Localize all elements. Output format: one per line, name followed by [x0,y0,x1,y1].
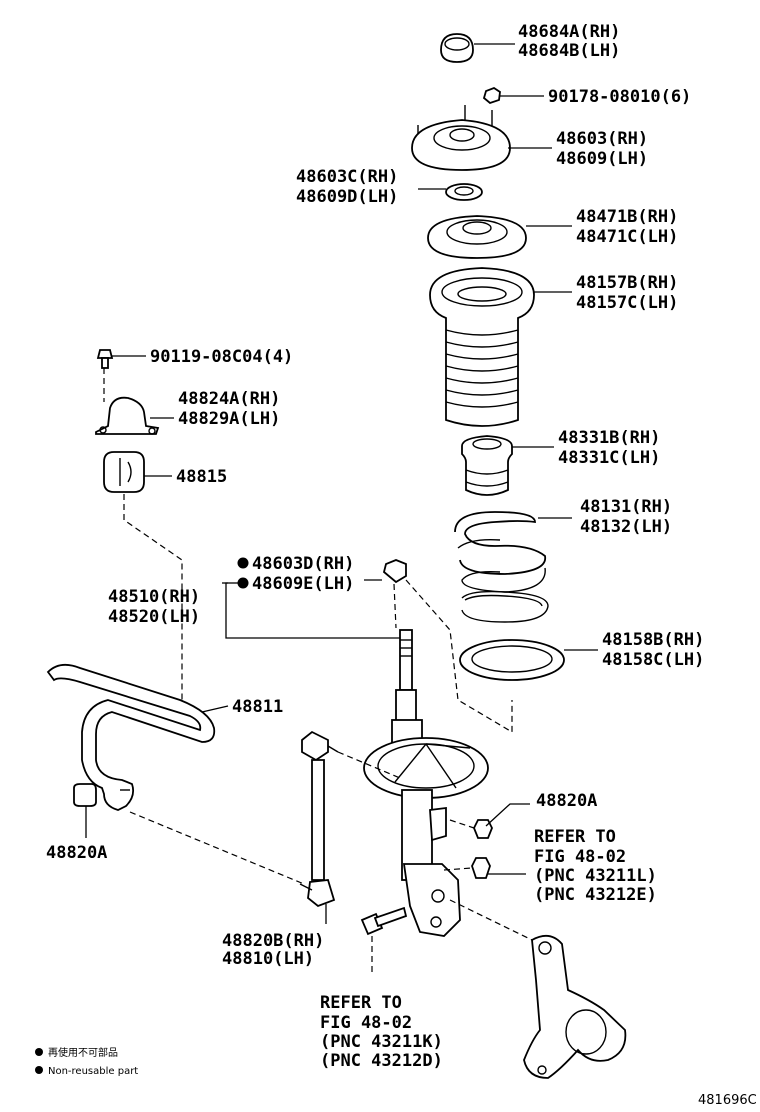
label-boot-lh: 48157C(LH) [576,293,678,313]
label-spring-rh: 48131(RH) [580,497,672,517]
bearing-drawing [445,183,483,201]
stabilizer-bar-drawing [46,663,216,811]
knuckle-drawing [523,934,627,1079]
label-insulator-cap-lh: 48684B(LH) [518,41,620,61]
label-bushing: 48815 [176,467,227,487]
refer-bottom-line2: FIG 48-02 [320,1013,412,1033]
refer-right-line4: (PNC 43212E) [534,885,657,905]
label-bumper-lh: 48331C(LH) [558,448,660,468]
label-spring-lh: 48132(LH) [580,517,672,537]
label-link-lh: 48810(LH) [222,949,314,969]
non-reusable-marker-icon [237,557,249,569]
boot-drawing [429,267,535,427]
bracket-drawing [95,396,160,435]
refer-right-line1: REFER TO [534,827,616,847]
label-nut-noreuse-rh: 48603D(RH) [252,554,354,574]
label-bracket-lh: 48829A(LH) [178,409,280,429]
refer-bottom-line4: (PNC 43212D) [320,1051,443,1071]
top-nut-drawing [482,86,501,105]
label-support-lh: 48609(LH) [556,149,648,169]
leader-lines [85,43,598,924]
label-lower-insulator-rh: 48158B(RH) [602,630,704,650]
bushing-drawing [103,451,145,493]
label-support-rh: 48603(RH) [556,129,648,149]
non-reusable-marker-icon [237,577,249,589]
legend-line-ja: 再使用不可部品 [48,1046,118,1059]
legend-marker-icon [35,1048,43,1056]
upper-seat-drawing [427,215,527,259]
label-upper-seat-rh: 48471B(RH) [576,207,678,227]
dashed-lines [103,368,533,976]
label-bumper-rh: 48331B(RH) [558,428,660,448]
lower-insulator-drawing [459,639,565,681]
label-boot-rh: 48157B(RH) [576,273,678,293]
label-lower-insulator-lh: 48158C(LH) [602,650,704,670]
refer-bottom-line1: REFER TO [320,993,402,1013]
label-stabilizer-bar: 48811 [232,697,283,717]
label-nut-noreuse-lh: 48609E(LH) [252,574,354,594]
label-bolt-bracket: 90119-08C04(4) [150,347,293,367]
coil-spring-drawing [454,511,549,623]
figure-code: 481696C [698,1093,757,1108]
insulator-cap-drawing [440,33,474,63]
shock-absorber-drawing [363,559,489,937]
label-nut-top: 90178-08010(6) [548,87,691,107]
refer-right-line3: (PNC 43211L) [534,866,657,886]
label-bearing-lh: 48609D(LH) [296,187,398,207]
label-link-rh: 48820B(RH) [222,931,324,951]
nut-knuckle-drawing [471,857,491,879]
refer-right-line2: FIG 48-02 [534,847,626,867]
label-absorber-rh: 48510(RH) [108,587,200,607]
label-upper-seat-lh: 48471C(LH) [576,227,678,247]
legend-line-en: Non-reusable part [48,1066,138,1077]
label-nut-right: 48820A [536,791,597,811]
refer-bottom-line3: (PNC 43211K) [320,1032,443,1052]
label-absorber-lh: 48520(LH) [108,607,200,627]
legend-marker-icon [35,1066,43,1074]
label-nut-left: 48820A [46,843,107,863]
nut-48820a-left-drawing [73,783,97,807]
label-bracket-rh: 48824A(RH) [178,389,280,409]
bump-stopper-drawing [461,435,513,496]
label-bearing-rh: 48603C(RH) [296,167,398,187]
support-drawing [411,105,511,171]
stabilizer-link-drawing [299,730,339,908]
label-insulator-cap-rh: 48684A(RH) [518,22,620,42]
small-bolt-drawing [96,349,114,369]
bolt-lower-drawing [360,906,408,936]
